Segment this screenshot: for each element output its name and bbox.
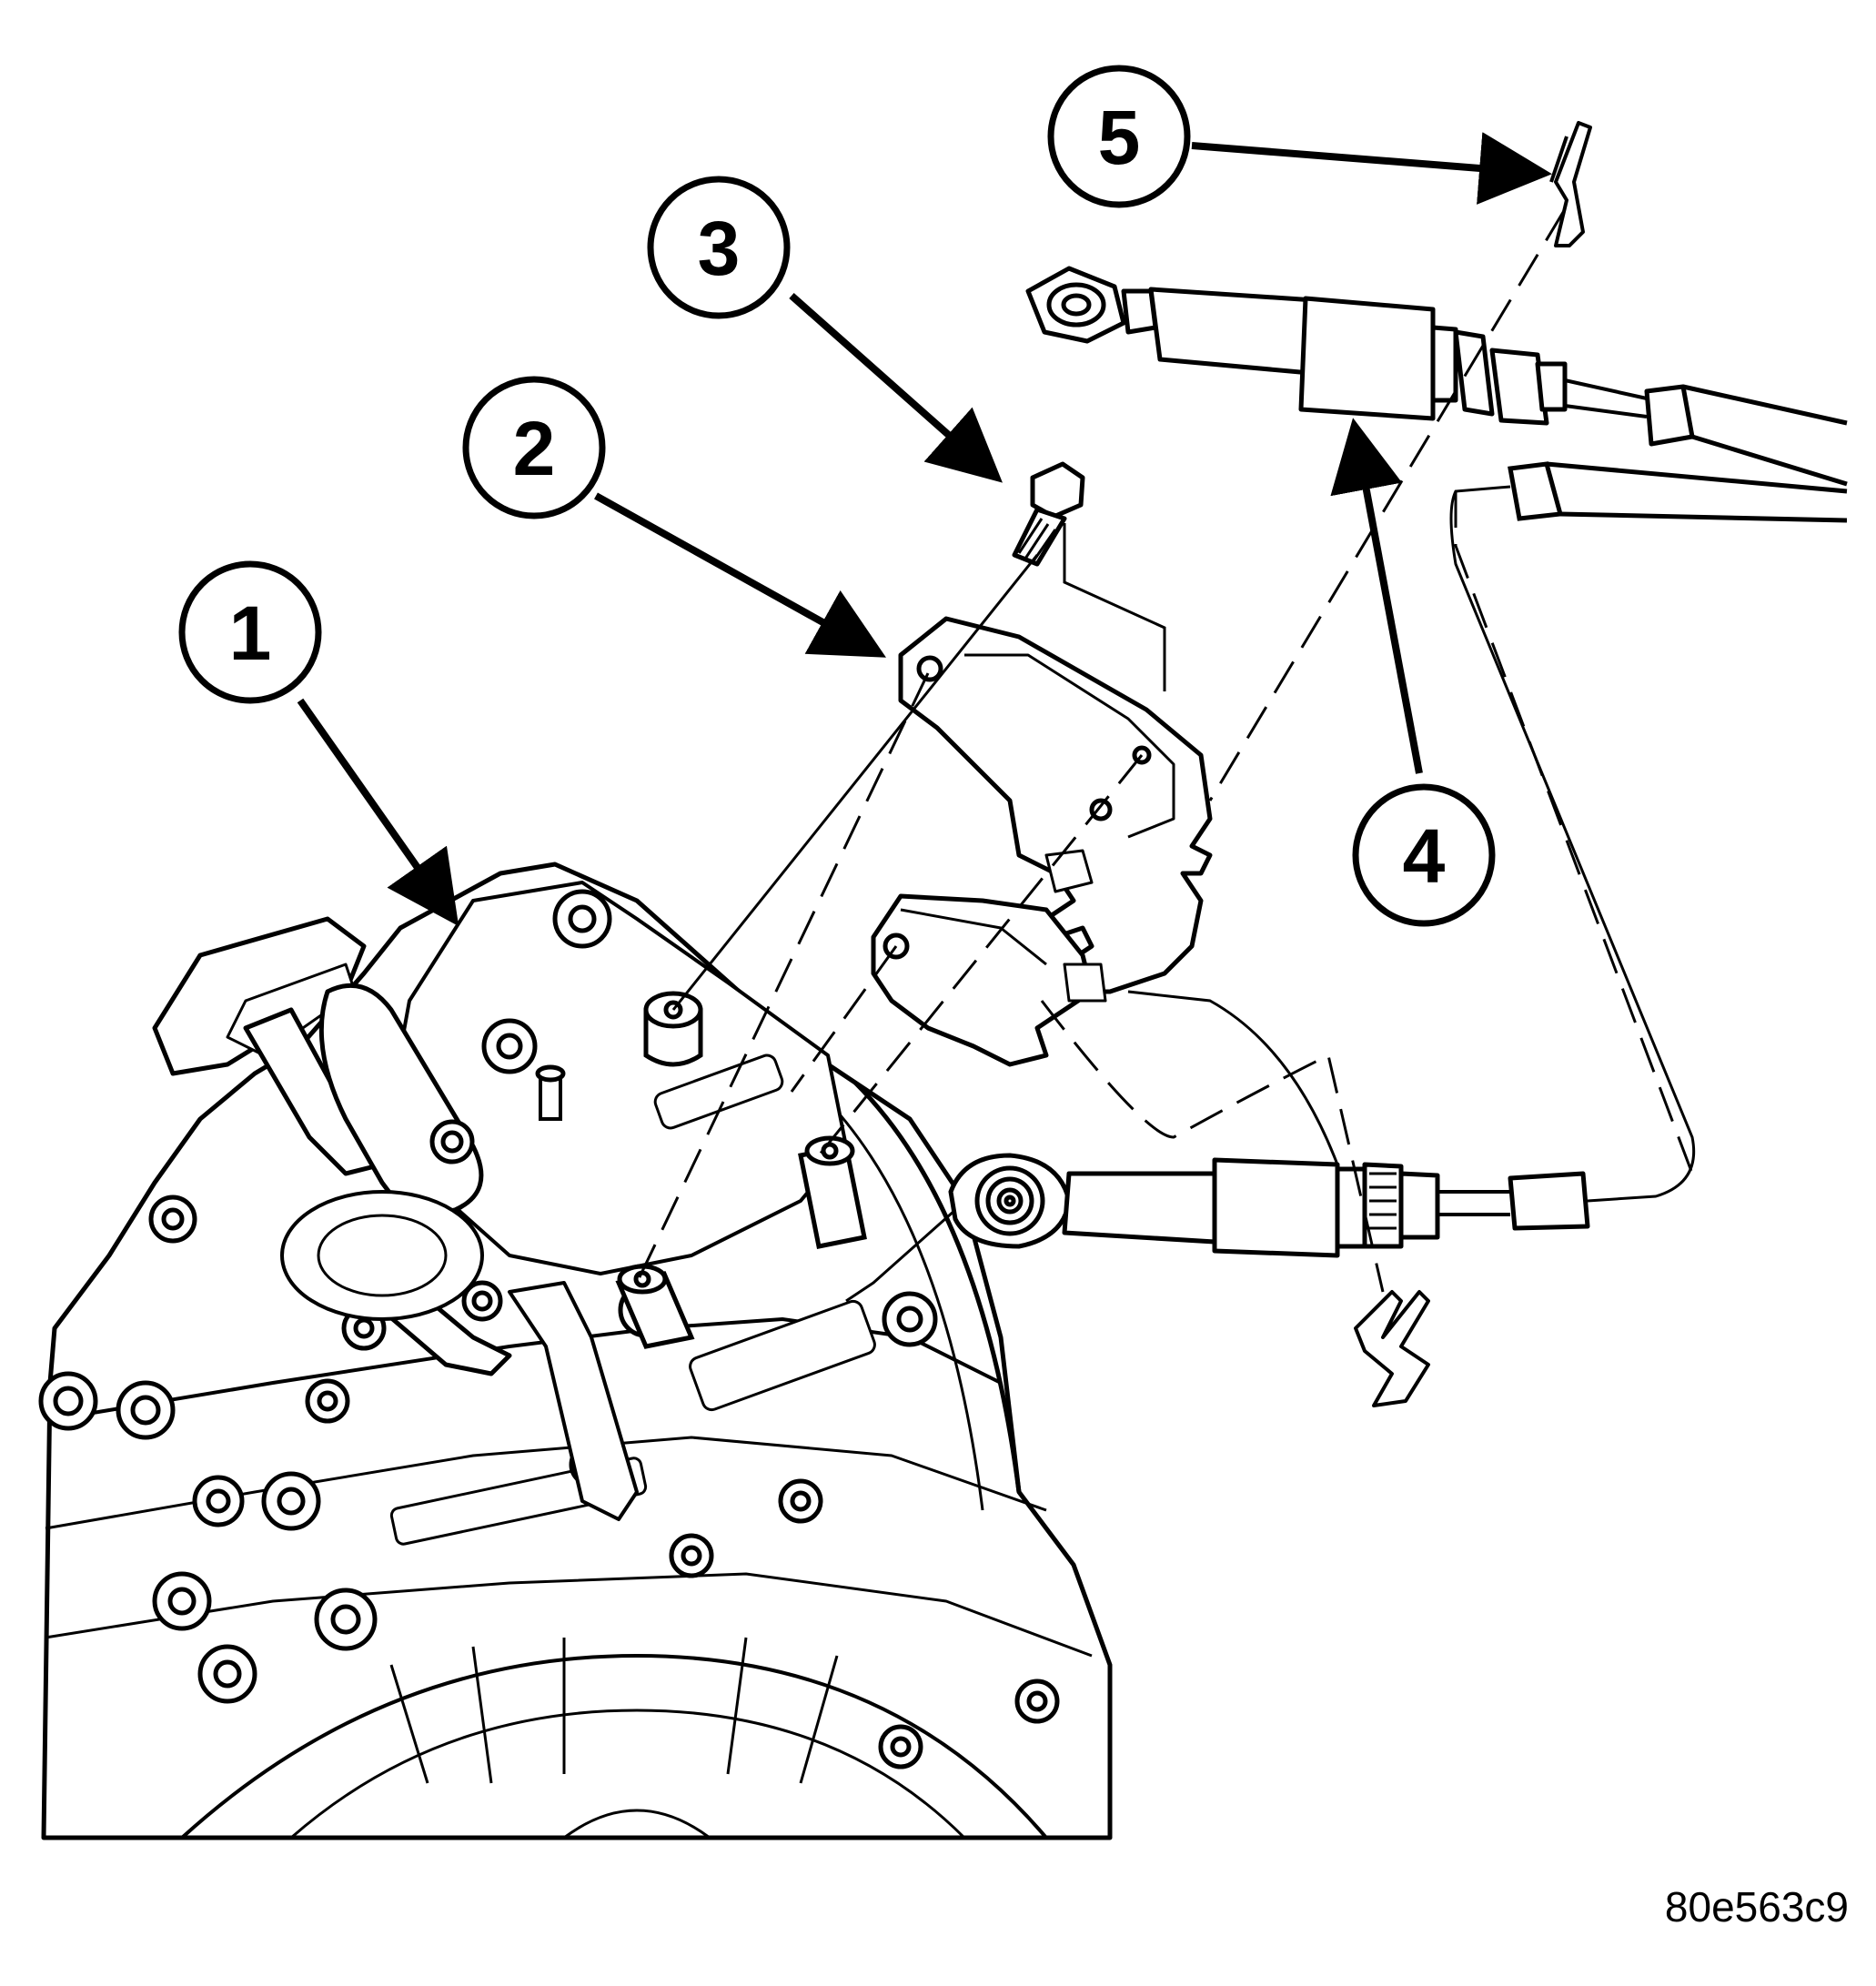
- cable-retaining-clip-lower: [1354, 1290, 1430, 1407]
- housing-bosses: [38, 889, 1060, 1769]
- callout-arrow-5: [1191, 132, 1552, 205]
- shift-levers: [152, 916, 639, 1521]
- callout-number-4: 4: [1403, 813, 1446, 899]
- callout-3: 3: [647, 176, 791, 319]
- callout-number-1: 1: [229, 590, 272, 676]
- cable-retaining-clip-upper: [1549, 121, 1592, 247]
- figure-id: 80e563c9: [1665, 1883, 1849, 1931]
- callout-arrow-2: [594, 492, 886, 658]
- cable-jacket-lower: [1508, 461, 1848, 523]
- callout-bubbles: 1 2 3 4 5: [178, 65, 1496, 927]
- callout-5: 5: [1047, 65, 1191, 208]
- callout-number-5: 5: [1098, 95, 1141, 180]
- shift-cable-bracket: [871, 616, 1213, 1067]
- callout-arrows: [297, 132, 1552, 927]
- housing-studs: [535, 991, 867, 1349]
- callout-1: 1: [178, 560, 322, 704]
- callout-arrow-1: [297, 698, 459, 927]
- lower-shift-cable: [948, 1153, 1590, 1258]
- callout-4: 4: [1352, 783, 1496, 927]
- upper-shift-cable: [1025, 266, 1848, 487]
- assembly-leader-lines: [635, 208, 1696, 1303]
- callout-number-3: 3: [698, 206, 741, 291]
- callout-arrow-3: [789, 293, 1003, 483]
- callout-number-2: 2: [513, 406, 556, 491]
- callout-arrow-4: [1330, 418, 1423, 774]
- callout-2: 2: [462, 376, 606, 519]
- bracket-bolt: [1012, 461, 1085, 567]
